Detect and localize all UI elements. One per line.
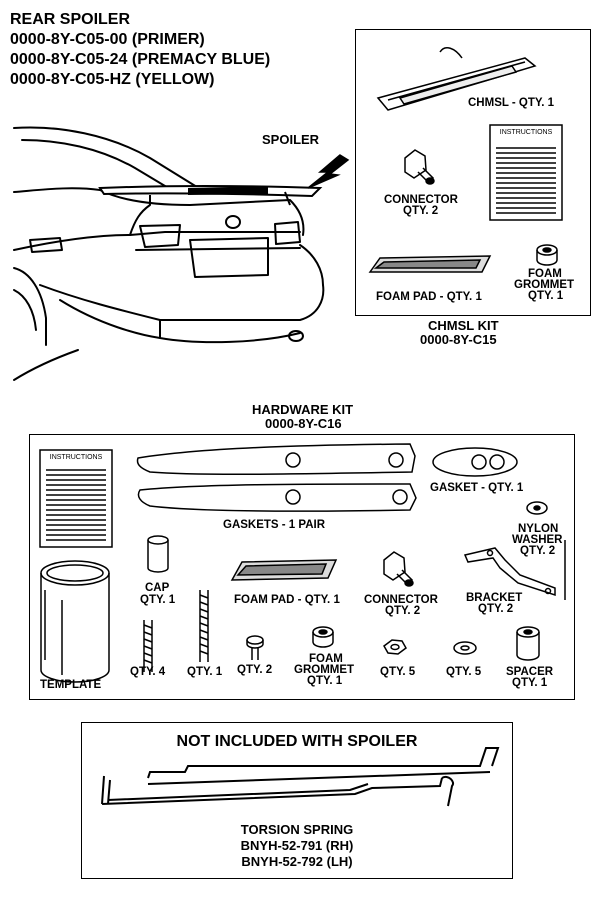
bracket-qty: QTY. 2 xyxy=(478,603,514,615)
not-included-title: NOT INCLUDED WITH SPOILER xyxy=(176,733,418,750)
torsion-spring-label: TORSION SPRING xyxy=(240,822,354,837)
not-included-box xyxy=(81,722,513,879)
chmsl-connector-label: CONNECTOR xyxy=(384,194,458,206)
title-line-2: 0000-8Y-C05-00 (PRIMER) xyxy=(10,31,205,48)
nylon-washer-label-2: WASHER xyxy=(512,534,563,546)
hardware-instructions-sheet: INSTRUCTIONS xyxy=(49,454,103,461)
hardware-connector-qty: QTY. 2 xyxy=(385,605,421,617)
spacer-qty: QTY. 1 xyxy=(512,677,548,689)
hardware-grommet-label-1: FOAM xyxy=(309,653,343,665)
title-line-1: REAR SPOILER xyxy=(10,11,131,28)
bracket-label: BRACKET xyxy=(466,592,523,604)
chmsl-connector-qty: QTY. 2 xyxy=(403,205,439,217)
gaskets-pair-label: GASKETS - 1 PAIR xyxy=(223,519,326,531)
chmsl-grommet-qty: QTY. 1 xyxy=(528,290,564,302)
chmsl-kit-box xyxy=(355,29,591,316)
hardware-kit-box xyxy=(29,434,575,700)
title-line-3: 0000-8Y-C05-24 (PREMACY BLUE) xyxy=(10,51,271,68)
chmsl-label: CHMSL - QTY. 1 xyxy=(468,97,555,109)
spacer-label: SPACER xyxy=(506,666,554,678)
long-stud-qty: QTY. 1 xyxy=(187,666,223,678)
torsion-spring-lh: BNYH-52-792 (LH) xyxy=(241,854,353,869)
washer-qty: QTY. 5 xyxy=(446,666,482,678)
torsion-spring-rh: BNYH-52-791 (RH) xyxy=(240,838,354,853)
chmsl-grommet-label-2: GROMMET xyxy=(514,279,575,291)
nylon-washer-qty: QTY. 2 xyxy=(520,545,556,557)
spoiler-label: SPOILER xyxy=(262,132,320,147)
screw-qty: QTY. 2 xyxy=(237,664,273,676)
template-label: TEMPLATE xyxy=(40,679,102,691)
hardware-kit-title: HARDWARE KIT xyxy=(252,402,354,417)
cap-qty: QTY. 1 xyxy=(140,594,176,606)
cap-label: CAP xyxy=(145,582,170,594)
hardware-kit-part-number: 0000-8Y-C16 xyxy=(265,416,342,431)
chmsl-kit-part-number: 0000-8Y-C15 xyxy=(420,332,497,347)
title-line-4: 0000-8Y-C05-HZ (YELLOW) xyxy=(10,71,215,88)
hardware-foam-pad-label: FOAM PAD - QTY. 1 xyxy=(234,594,340,606)
nut-qty: QTY. 5 xyxy=(380,666,416,678)
hardware-grommet-label-2: GROMMET xyxy=(294,664,355,676)
hardware-connector-label: CONNECTOR xyxy=(364,594,438,606)
chmsl-instructions-sheet: INSTRUCTIONS xyxy=(499,129,553,136)
gasket-label: GASKET - QTY. 1 xyxy=(430,482,524,494)
hardware-grommet-qty: QTY. 1 xyxy=(307,675,343,687)
chmsl-kit-title: CHMSL KIT xyxy=(428,318,499,333)
chmsl-grommet-label-1: FOAM xyxy=(528,268,562,280)
short-stud-qty: QTY. 4 xyxy=(130,666,166,678)
nylon-washer-label-1: NYLON xyxy=(518,523,559,535)
chmsl-foam-pad-label: FOAM PAD - QTY. 1 xyxy=(376,291,482,303)
